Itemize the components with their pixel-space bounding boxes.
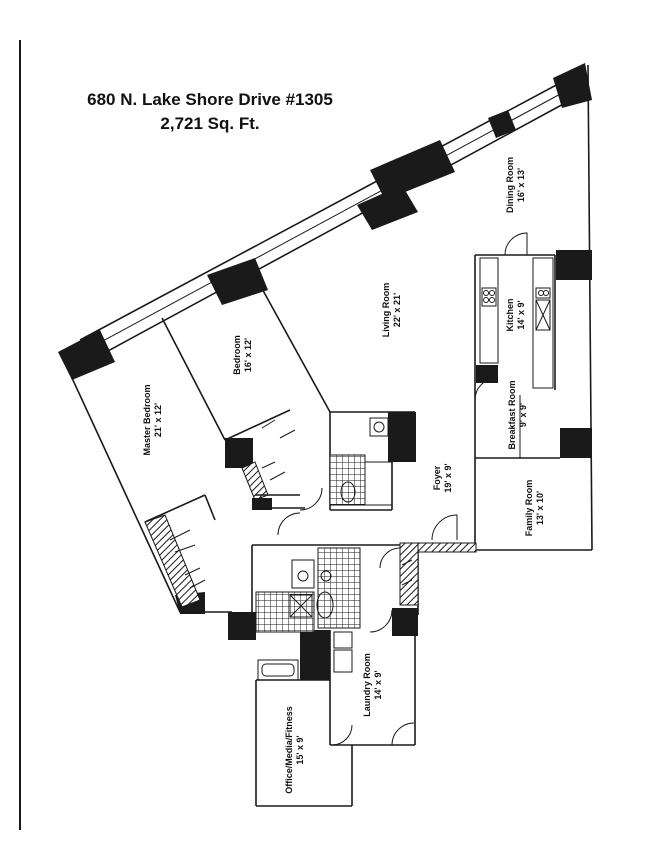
svg-text:Office/Media/Fitness: Office/Media/Fitness	[284, 706, 294, 794]
svg-text:14' x 9': 14' x 9'	[516, 300, 526, 329]
living-room-label: Living Room 22' x 21'	[381, 283, 402, 338]
svg-text:Laundry Room: Laundry Room	[362, 653, 372, 717]
family-room-label: Family Room 13' x 10'	[524, 480, 545, 537]
interior-walls	[144, 254, 592, 807]
door-swings	[169, 232, 528, 746]
window-wall	[58, 63, 592, 380]
svg-text:Living Room: Living Room	[381, 283, 391, 338]
room-labels: Dining Room 16' x 13' Kitchen 14' x 9' L…	[142, 157, 545, 794]
svg-text:Dining Room: Dining Room	[505, 157, 515, 213]
svg-text:Breakfast Room: Breakfast Room	[507, 380, 517, 449]
breakfast-room-label: Breakfast Room 9' x 9'	[507, 380, 528, 449]
svg-text:14' x 9': 14' x 9'	[373, 670, 383, 699]
kitchen-label: Kitchen 14' x 9'	[505, 298, 526, 331]
bathrooms	[255, 417, 393, 681]
svg-text:16' x 12': 16' x 12'	[243, 338, 253, 372]
laundry-room-label: Laundry Room 14' x 9'	[362, 653, 383, 717]
svg-text:Bedroom: Bedroom	[232, 335, 242, 375]
foyer-label: Foyer 19' x 9'	[432, 463, 453, 492]
master-bedroom-label: Master Bedroom 21' x 12'	[142, 384, 163, 455]
svg-text:13' x 10': 13' x 10'	[535, 491, 545, 525]
svg-text:Master Bedroom: Master Bedroom	[142, 384, 152, 455]
svg-text:9' x 9': 9' x 9'	[518, 403, 528, 427]
svg-text:19' x 9': 19' x 9'	[443, 463, 453, 492]
svg-text:15' x 9': 15' x 9'	[295, 735, 305, 764]
west-wall	[71, 377, 256, 640]
east-wall	[556, 64, 593, 551]
svg-text:Family Room: Family Room	[524, 480, 534, 537]
office-label: Office/Media/Fitness 15' x 9'	[284, 706, 305, 794]
svg-text:22' x 21': 22' x 21'	[392, 293, 402, 327]
dining-room-label: Dining Room 16' x 13'	[505, 157, 526, 213]
address-title: 680 N. Lake Shore Drive #1305	[87, 90, 333, 109]
svg-text:Kitchen: Kitchen	[505, 298, 515, 331]
svg-text:Foyer: Foyer	[432, 465, 442, 490]
kitchen-fixtures	[479, 257, 554, 389]
area-subtitle: 2,721 Sq. Ft.	[160, 114, 260, 133]
svg-text:16' x 13': 16' x 13'	[516, 168, 526, 202]
svg-text:21' x 12': 21' x 12'	[153, 403, 163, 437]
bedroom-label: Bedroom 16' x 12'	[232, 335, 253, 375]
